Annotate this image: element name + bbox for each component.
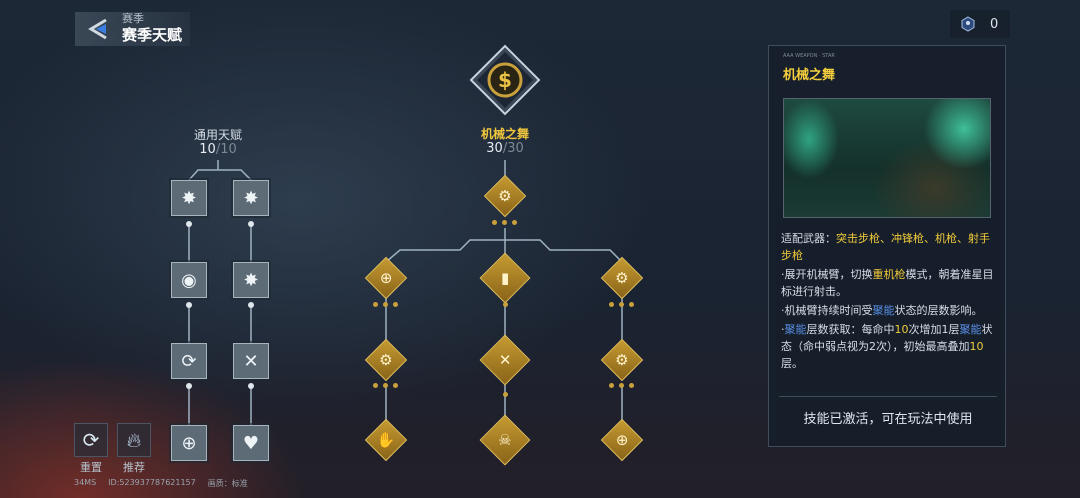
talent-point-count: 0	[990, 16, 999, 32]
crossed-weapons-icon: ✕	[243, 350, 259, 372]
heart-plus-icon: ♥	[242, 432, 260, 454]
back-arrow-icon[interactable]	[86, 16, 112, 42]
node-level-dots	[373, 302, 398, 307]
general-tree-label: 通用天赋	[193, 128, 242, 142]
gun-upgrade-icon: ⚙	[498, 186, 512, 205]
talent-node-g1[interactable]: ✸	[171, 180, 207, 216]
talent-node-g3[interactable]: ◉	[171, 262, 207, 298]
panel-title: 机械之舞	[783, 68, 836, 83]
reload-icon: ⟳	[181, 350, 197, 372]
node-level-dots	[373, 383, 398, 388]
crosshair-icon: ⊕	[615, 430, 629, 449]
page-title: 赛季天赋	[122, 26, 183, 44]
skull-target-icon: ☠	[498, 430, 512, 449]
talent-detail-panel: AAA WEAPON · STAR 机械之舞 适配武器：突击步枪、冲锋枪、机枪、…	[768, 45, 1006, 447]
skill-description: 适配武器：突击步枪、冲锋枪、机枪、射手步枪 ·展开机械臂，切换重机枪模式，朝着准…	[781, 232, 994, 370]
general-tree-count: 10/10	[199, 142, 237, 157]
talent-point-icon	[961, 16, 975, 32]
recommend-label: 推荐	[123, 461, 145, 474]
gun-upgrade-icon: ⚙	[379, 350, 393, 369]
skill-status: 技能已激活，可在玩法中使用	[803, 412, 973, 427]
talent-node-g5[interactable]: ⟳	[171, 343, 207, 379]
face-target-icon: ◉	[181, 269, 197, 291]
header-bar	[75, 12, 190, 46]
reset-label: 重置	[80, 461, 102, 474]
node-dot	[186, 302, 192, 308]
node-dot	[248, 302, 254, 308]
header-subtitle: 赛季	[122, 12, 144, 25]
mech-dance-emblem-icon: $	[469, 44, 541, 116]
quality: 画质：标准	[207, 479, 248, 488]
gear-slash-icon: ✸	[243, 187, 259, 209]
crosshair-icon: ⊕	[379, 268, 393, 287]
node-dot	[186, 221, 192, 227]
panel-tag: AAA WEAPON · STAR	[783, 53, 835, 59]
svg-text:$: $	[498, 68, 512, 92]
main-tree-label: 机械之舞	[480, 127, 529, 141]
main-tree-count: 30/30	[486, 141, 524, 156]
recommend-button[interactable]: 🔥︎	[117, 423, 151, 457]
divider	[779, 396, 997, 397]
player-id: ID:523937787621157	[108, 478, 196, 487]
node-dot	[248, 221, 254, 227]
node-level-dots	[492, 220, 517, 225]
node-dot	[503, 302, 508, 307]
gun-upgrade-icon: ⚙	[615, 268, 629, 287]
status-footer: 34MS ID:523937787621157 画质：标准	[74, 478, 248, 489]
gear-slash-icon: ✸	[181, 187, 197, 209]
talent-node-g2[interactable]: ✸	[233, 180, 269, 216]
talent-node-g8[interactable]: ♥	[233, 425, 269, 461]
talent-node-g4[interactable]: ✸	[233, 262, 269, 298]
node-dot	[503, 392, 508, 397]
talent-node-g7[interactable]: ⊕	[171, 425, 207, 461]
talent-points: 0	[950, 10, 1010, 38]
talent-node-g6[interactable]: ✕	[233, 343, 269, 379]
claw-icon: ✋	[376, 431, 396, 449]
node-dot	[186, 383, 192, 389]
node-dot	[248, 383, 254, 389]
crosshair-icon: ⊕	[181, 432, 197, 454]
reset-button[interactable]: ⟳	[74, 423, 108, 457]
gun-upgrade-icon: ⚙	[615, 350, 629, 369]
skill-preview-image	[783, 98, 991, 218]
ammo-icon: ▮	[500, 268, 510, 287]
ping: 34MS	[74, 478, 97, 487]
node-level-dots	[609, 302, 634, 307]
refresh-icon: ⟳	[82, 428, 100, 452]
flame-icon: 🔥︎	[126, 428, 142, 452]
node-level-dots	[609, 383, 634, 388]
crossed-weapons-icon: ✕	[498, 350, 512, 369]
gear-slash-icon: ✸	[243, 269, 259, 291]
